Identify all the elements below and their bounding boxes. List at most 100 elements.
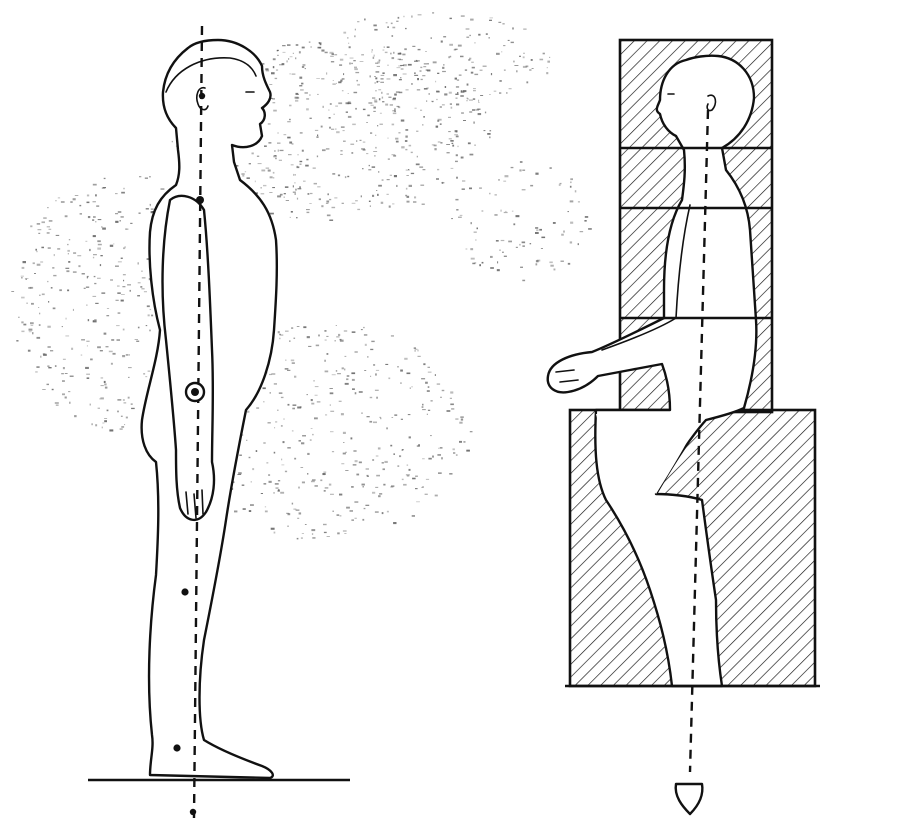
speckle-dot [449,473,452,475]
speckle-dot [375,82,376,83]
speckle-dot [23,261,27,263]
speckle-dot [327,215,331,217]
speckle-dot [450,18,452,19]
speckle-dot [97,240,101,242]
speckle-dot [21,331,24,333]
speckle-dot [364,508,366,509]
speckle-dot [95,303,98,304]
speckle-dot [429,93,430,95]
speckle-dot [354,68,358,70]
speckle-dot [299,512,302,514]
speckle-dot [29,329,33,331]
speckle-dot [450,56,452,58]
speckle-dot [341,127,345,128]
speckle-dot [273,58,276,60]
speckle-dot [62,326,63,327]
speckle-dot [94,276,96,277]
speckle-dot [23,324,26,326]
speckle-dot [145,376,147,377]
speckle-dot [366,153,368,154]
speckle-dot [463,441,465,443]
speckle-dot [291,211,293,213]
speckle-dot [425,51,426,52]
speckle-dot [550,265,553,267]
speckle-dot [407,196,410,198]
speckle-dot [398,107,400,109]
speckle-dot [109,351,113,353]
speckle-dot [370,75,371,77]
speckle-dot [307,394,308,395]
speckle-dot [418,356,421,357]
speckle-dot [67,250,70,252]
speckle-dot [423,116,425,118]
speckle-dot [415,488,418,489]
speckle-dot [280,335,284,336]
speckle-dot [520,161,523,163]
speckle-dot [342,78,345,79]
speckle-dot [337,514,340,516]
speckle-dot [473,88,476,89]
speckle-dot [297,538,299,540]
speckle-dot [438,142,441,143]
speckle-dot [326,148,330,149]
speckle-dot [294,193,296,195]
speckle-dot [337,532,340,534]
speckle-dot [294,376,296,378]
speckle-dot [280,150,284,151]
speckle-dot [376,397,377,399]
speckle-dot [392,124,395,126]
speckle-dot [441,457,442,459]
speckle-dot [314,183,317,185]
speckle-dot [395,138,398,140]
speckle-dot [371,105,374,106]
speckle-dot [368,102,372,103]
speckle-dot [324,490,326,492]
speckle-dot [87,345,88,346]
speckle-dot [311,399,313,401]
speckle-dot [392,417,394,418]
speckle-dot [117,292,121,294]
speckle-dot [325,52,328,54]
speckle-dot [295,100,298,102]
speckle-dot [519,244,520,246]
speckle-dot [129,354,130,356]
speckle-dot [416,164,420,166]
speckle-dot [303,326,306,328]
speckle-dot [310,193,313,194]
speckle-dot [285,360,286,361]
speckle-dot [381,78,384,80]
speckle-dot [469,100,473,101]
speckle-dot [386,427,388,429]
speckle-dot [117,286,120,287]
speckle-dot [302,47,305,49]
speckle-dot [332,173,335,175]
speckle-dot [241,173,244,175]
speckle-dot [399,59,403,60]
speckle-dot [296,44,299,46]
speckle-dot [362,519,364,521]
speckle-dot [400,77,401,78]
speckle-dot [286,200,289,201]
speckle-dot [428,386,430,388]
speckle-dot [378,447,381,449]
speckle-dot [455,130,458,132]
speckle-dot [407,201,410,203]
speckle-dot [84,288,86,289]
speckle-dot [391,336,394,337]
speckle-dot [90,359,93,361]
speckle-dot [43,218,47,219]
speckle-dot [38,229,42,230]
speckle-dot [282,45,286,46]
speckle-dot [330,431,334,432]
speckle-dot [319,47,321,48]
speckle-dot [516,70,517,72]
speckle-dot [419,166,423,168]
speckle-dot [376,190,377,191]
speckle-dot [288,58,289,60]
speckle-dot [417,156,418,158]
speckle-dot [237,474,241,475]
speckle-dot [392,27,395,29]
speckle-dot [97,278,101,279]
speckle-dot [415,108,417,109]
speckle-dot [388,159,390,160]
